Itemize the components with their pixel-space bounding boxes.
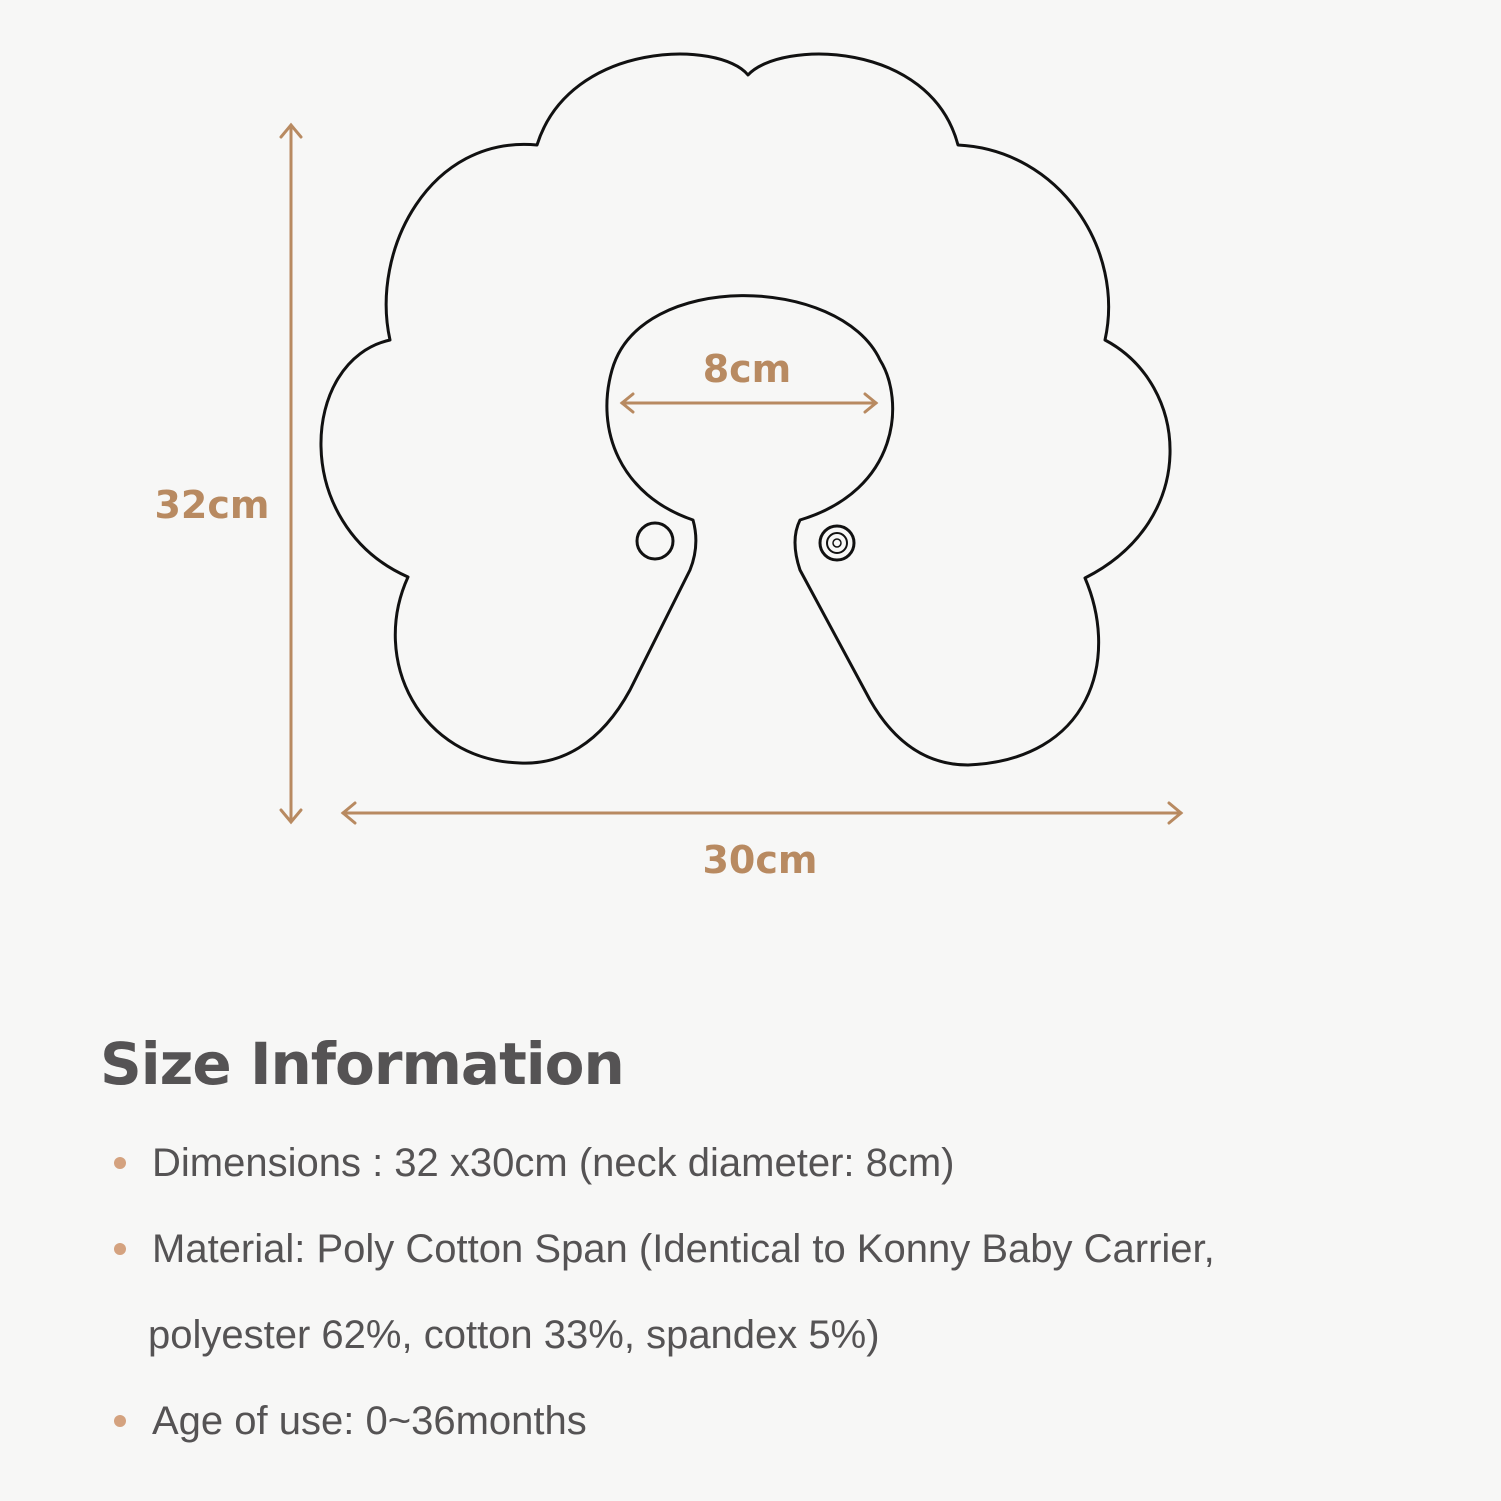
bullet-icon bbox=[114, 1415, 126, 1427]
width-label: 30cm bbox=[702, 838, 817, 882]
snap-button-right bbox=[818, 524, 856, 562]
neck-dimension-arrow bbox=[619, 392, 879, 414]
snap-hole-left bbox=[635, 521, 675, 561]
height-label: 32cm bbox=[154, 483, 269, 527]
width-dimension-arrow bbox=[340, 801, 1184, 825]
section-title: Size Information bbox=[100, 1030, 625, 1098]
list-item-material: Material: Poly Cotton Span (Identical to… bbox=[100, 1206, 1460, 1378]
bib-outline bbox=[319, 52, 1172, 767]
age-text: Age of use: 0~36months bbox=[152, 1399, 587, 1443]
bib-size-diagram: 32cm 30cm 8cm bbox=[154, 52, 1184, 882]
list-item-age: Age of use: 0~36months bbox=[100, 1378, 1460, 1464]
bullet-icon bbox=[114, 1157, 126, 1169]
height-dimension-arrow bbox=[279, 122, 303, 825]
neck-label: 8cm bbox=[703, 347, 792, 391]
list-item-dimensions: Dimensions : 32 x30cm (neck diameter: 8c… bbox=[100, 1120, 1460, 1206]
size-information-section: Size Information Dimensions : 32 x30cm (… bbox=[100, 1030, 1460, 1464]
info-list: Dimensions : 32 x30cm (neck diameter: 8c… bbox=[100, 1120, 1460, 1464]
bullet-icon bbox=[114, 1243, 126, 1255]
dimensions-text: Dimensions : 32 x30cm (neck diameter: 8c… bbox=[152, 1141, 955, 1185]
material-text-line-2: polyester 62%, cotton 33%, spandex 5%) bbox=[148, 1313, 880, 1357]
material-text-line-1: Material: Poly Cotton Span (Identical to… bbox=[152, 1227, 1215, 1271]
